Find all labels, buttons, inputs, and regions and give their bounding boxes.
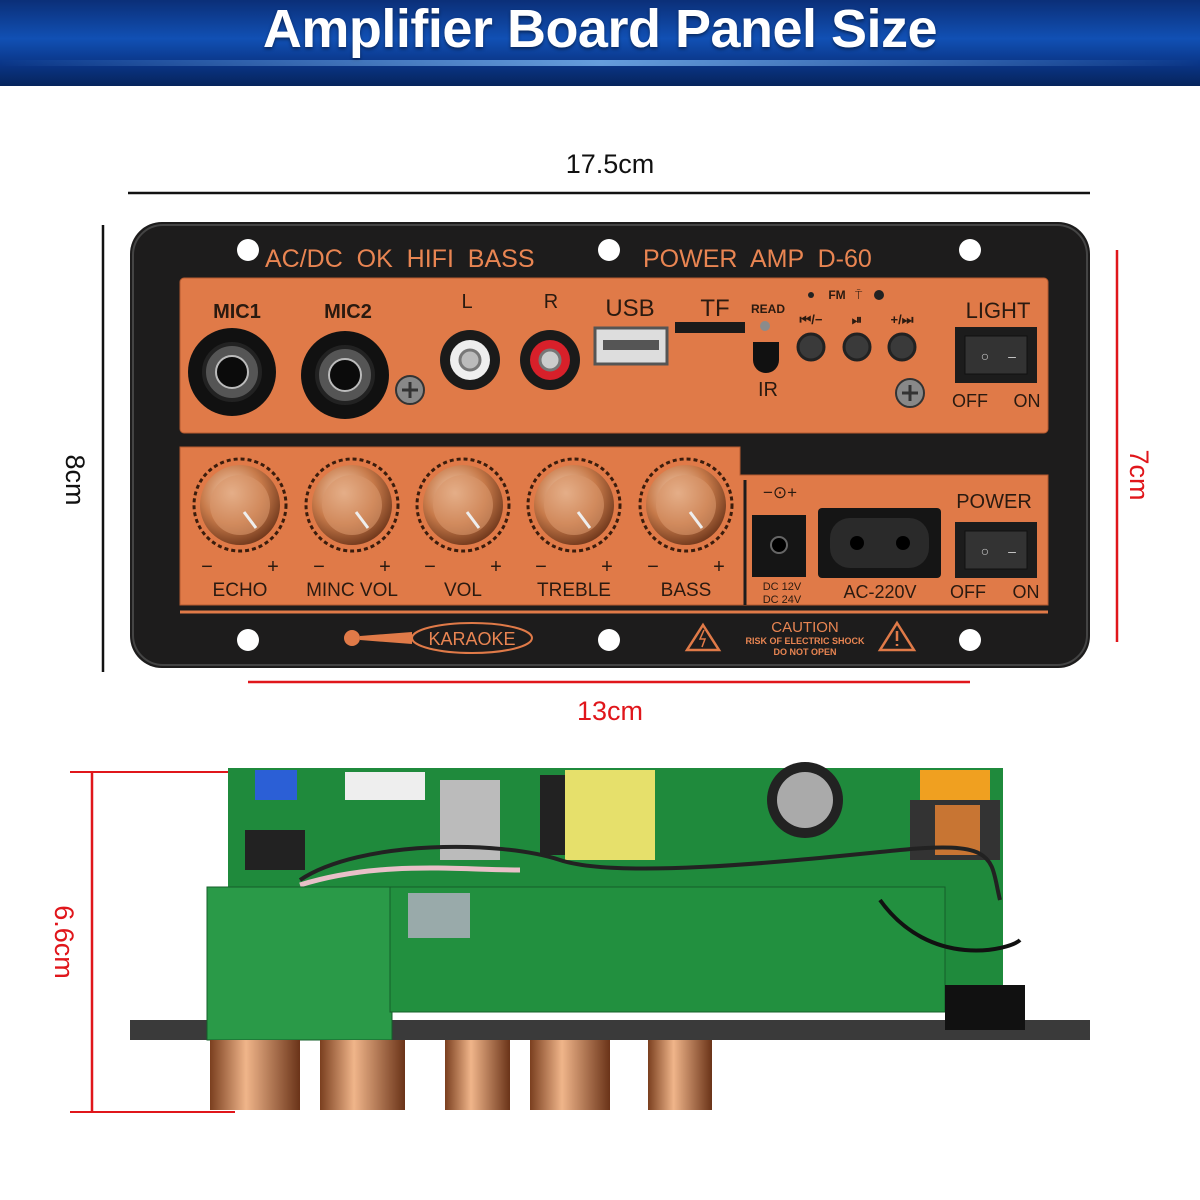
panel-top-text-left: AC/DC OK HIFI BASS: [265, 245, 535, 273]
knob-label: TREBLE: [537, 580, 611, 601]
next-button[interactable]: +/⏭: [887, 312, 917, 362]
power-off-label: OFF: [950, 582, 986, 602]
mounting-holes: [237, 239, 981, 651]
mic1-label: MIC1: [213, 301, 261, 323]
left-input-label: L: [461, 291, 472, 313]
dc-voltage-12: DC 12V: [763, 581, 802, 593]
knob-row: −+ECHO−+MINC VOL−+VOL−+TREBLE−+BASS: [192, 457, 734, 601]
karaoke-logo: KARAOKE: [344, 622, 533, 654]
knob-minc-vol[interactable]: − +MINC VOL: [304, 457, 400, 601]
fm-label: FM: [828, 288, 845, 302]
mic2-label: MIC2: [324, 301, 372, 323]
tf-card-slot[interactable]: [675, 322, 745, 333]
knob-vol[interactable]: − + VOL: [415, 457, 511, 601]
panel-top-text-right: POWER AMP D-60: [643, 245, 872, 273]
power-on-label: ON: [1013, 582, 1040, 602]
knob-minus-label: −: [647, 556, 659, 578]
ir-label: IR: [758, 379, 778, 401]
knob-plus-label: +: [601, 556, 613, 578]
shock-warning-icon: [684, 622, 722, 652]
dimension-height-total: 8cm: [60, 454, 90, 505]
dimension-width-total: 17.5cm: [566, 149, 655, 179]
power-label: POWER: [956, 491, 1032, 513]
knob-plus-label: +: [713, 556, 725, 578]
dc-power-jack[interactable]: [752, 515, 806, 577]
next-icon: +/⏭: [891, 312, 914, 327]
screw-icon: [395, 375, 425, 405]
knob-bass[interactable]: − +BASS: [638, 457, 734, 601]
ir-sensor: [753, 342, 779, 373]
knob-label: BASS: [661, 580, 712, 601]
knob-label: VOL: [444, 580, 482, 601]
screw-icon: [895, 378, 925, 408]
caution-title: CAUTION: [771, 619, 839, 636]
knob-echo[interactable]: − +ECHO: [192, 457, 288, 601]
rca-right-jack[interactable]: [520, 330, 580, 390]
play-pause-button[interactable]: ⏯: [842, 312, 872, 362]
dc-polarity-label: −⊙+: [763, 483, 797, 502]
usb-port[interactable]: [593, 326, 669, 366]
front-panel: AC/DC OK HIFI BASS POWER AMP D-60 MIC1 M…: [130, 222, 1090, 668]
caution-line2: DO NOT OPEN: [773, 647, 836, 657]
fm-led: [808, 292, 814, 298]
svg-text:–: –: [1008, 543, 1016, 559]
previous-icon: ⏮/−: [800, 312, 823, 327]
dc-voltage-24: DC 24V: [763, 594, 802, 606]
knob-treble[interactable]: − +TREBLE: [526, 457, 622, 601]
pcb-side-view: [130, 762, 1090, 1110]
page-title: Amplifier Board Panel Size: [262, 0, 938, 59]
caution-line1: RISK OF ELECTRIC SHOCK: [745, 636, 865, 646]
svg-text:KARAOKE: KARAOKE: [428, 629, 515, 649]
exclamation-warning-icon: [877, 620, 917, 652]
knob-label: MINC VOL: [306, 580, 398, 601]
antenna-icon: ⍑: [855, 288, 863, 302]
knob-minus-label: −: [201, 556, 213, 578]
svg-text:–: –: [1008, 348, 1016, 364]
previous-button[interactable]: ⏮/−: [796, 312, 826, 362]
read-led: [760, 321, 770, 331]
mic1-jack[interactable]: [188, 328, 276, 416]
light-on-label: ON: [1014, 391, 1041, 411]
svg-text:○: ○: [981, 348, 989, 364]
dimension-depth: 6.6cm: [49, 905, 79, 979]
tf-label: TF: [700, 295, 729, 322]
knob-plus-label: +: [379, 556, 391, 578]
right-input-label: R: [544, 291, 558, 313]
rca-left-jack[interactable]: [440, 330, 500, 390]
dimension-width-inner: 13cm: [577, 696, 643, 726]
svg-text:○: ○: [981, 543, 989, 559]
mic2-jack[interactable]: [301, 331, 389, 419]
dimension-height-inner: 7cm: [1124, 449, 1154, 500]
knob-minus-label: −: [313, 556, 325, 578]
play-pause-icon: ⏯: [852, 312, 862, 327]
light-off-label: OFF: [952, 391, 988, 411]
read-label: READ: [751, 302, 785, 316]
usb-label: USB: [605, 295, 654, 322]
knob-minus-label: −: [535, 556, 547, 578]
ac-voltage-label: AC-220V: [843, 582, 916, 602]
title-banner: Amplifier Board Panel Size: [0, 0, 1200, 86]
knob-plus-label: +: [267, 556, 279, 578]
light-label: LIGHT: [966, 298, 1031, 323]
knob-minus-label: −: [424, 556, 436, 578]
fm-indicator: [874, 290, 884, 300]
knob-plus-label: +: [490, 556, 502, 578]
ac-power-socket[interactable]: [818, 508, 941, 578]
light-switch[interactable]: ○–: [955, 327, 1037, 383]
power-switch[interactable]: ○–: [955, 522, 1037, 578]
knob-label: ECHO: [213, 580, 268, 601]
